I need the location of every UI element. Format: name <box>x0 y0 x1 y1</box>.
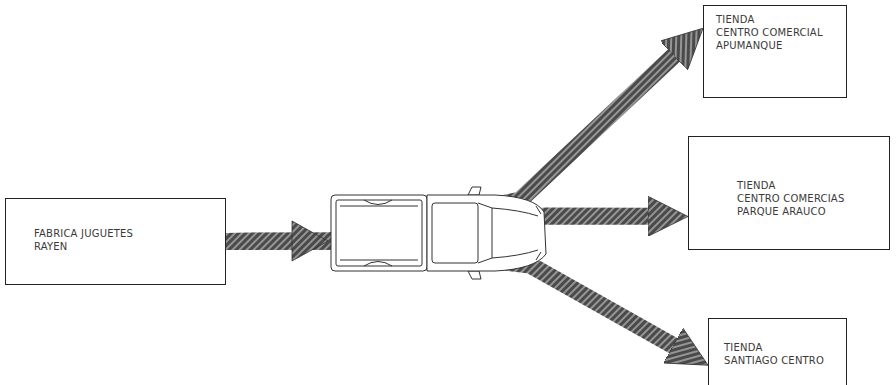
arrow-head <box>292 221 328 261</box>
box-label: TIENDA <box>724 341 842 354</box>
truck-cab <box>427 195 546 271</box>
truck-hood-line <box>492 208 538 216</box>
truck-bed <box>331 195 427 271</box>
pickup-truck <box>331 187 546 279</box>
truck-mirror <box>468 187 481 195</box>
store-box: TIENDASANTIAGO CENTRO <box>708 318 847 385</box>
truck-bed-slat <box>340 206 418 207</box>
box-label: FABRICA JUGUETES RAYEN <box>34 227 164 253</box>
truck-mirror <box>468 271 481 279</box>
box-label: TIENDA <box>716 13 834 26</box>
edge-layer <box>226 52 678 349</box>
truck-headlight <box>536 206 541 260</box>
truck-bed-slat <box>340 260 418 261</box>
store-box: TIENDACENTRO COMERCIAS PARQUE ARAUCO <box>688 136 890 250</box>
factory-box: FABRICA JUGUETES RAYEN <box>5 198 226 285</box>
truck-windshield <box>478 203 492 263</box>
truck-bed-inner <box>336 200 422 266</box>
box-label: CENTRO COMERCIAS PARQUE ARAUCO <box>737 192 855 218</box>
box-label: CENTRO COMERCIAL APUMANQUE <box>716 26 834 52</box>
box-label: TIENDA <box>737 179 855 192</box>
wheel-well <box>364 200 392 205</box>
truck-roof <box>432 203 478 263</box>
wheel-well <box>364 262 392 267</box>
store-box: TIENDACENTRO COMERCIAL APUMANQUE <box>703 5 847 98</box>
box-label: SANTIAGO CENTRO <box>724 354 842 367</box>
truck-hood-line <box>492 250 538 258</box>
